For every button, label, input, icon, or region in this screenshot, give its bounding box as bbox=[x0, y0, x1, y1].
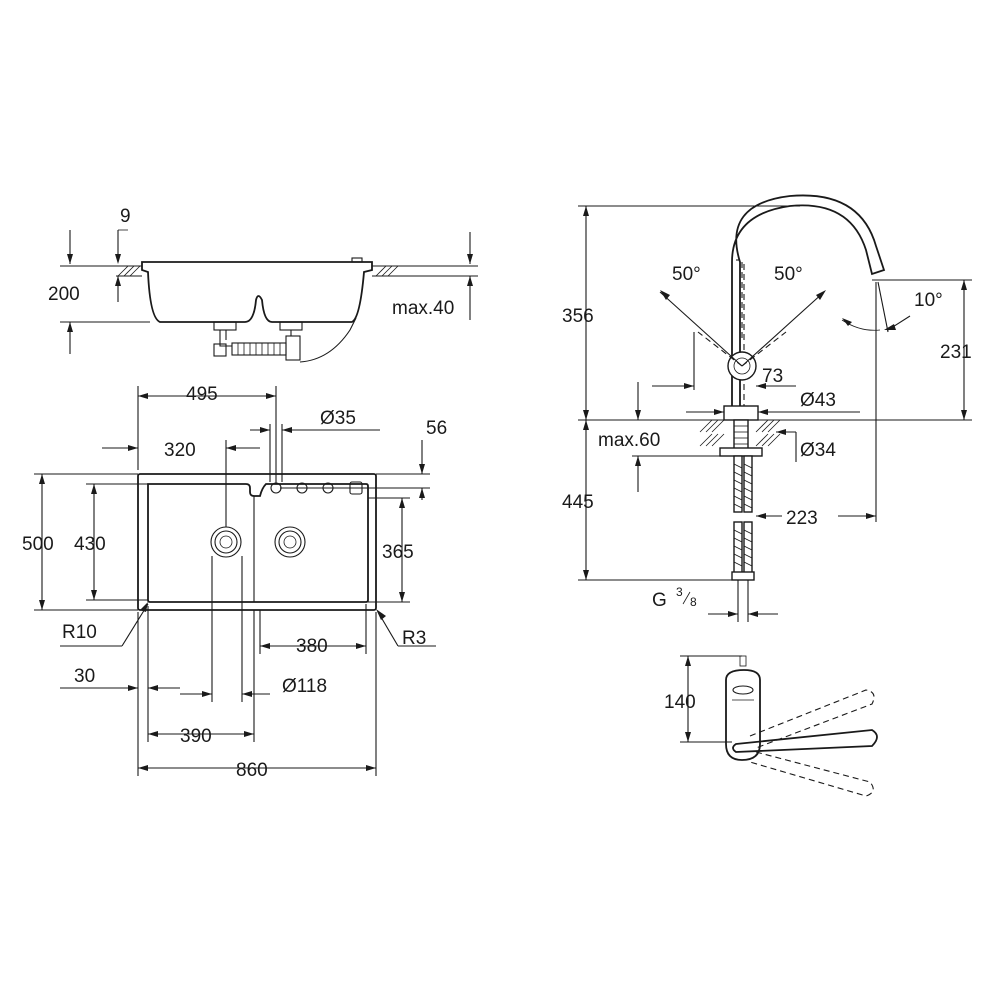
dim-body-diameter: 73 bbox=[762, 366, 783, 387]
dim-corner-inner: R3 bbox=[402, 628, 426, 649]
sink-top-view: 495 Ø35 56 320 500 4 bbox=[22, 384, 447, 781]
dim-bowl-depth-left: 430 bbox=[74, 534, 106, 555]
dim-tap-offset: 495 bbox=[186, 384, 218, 405]
dim-connection-num: 3 bbox=[676, 585, 683, 599]
dim-edge-offset: 30 bbox=[74, 666, 95, 687]
dim-worktop-max: max.40 bbox=[392, 298, 454, 319]
dim-hole-diameter: Ø34 bbox=[800, 440, 836, 461]
dim-hose-length: 445 bbox=[562, 492, 594, 513]
dim-base-diameter: Ø43 bbox=[800, 390, 836, 411]
dim-depth-total: 500 bbox=[22, 534, 54, 555]
dim-corner-outer: R10 bbox=[62, 622, 97, 643]
tap-top-view: 140 bbox=[664, 655, 878, 797]
dim-spout-height: 231 bbox=[940, 342, 972, 363]
dim-bowl-width-right: 380 bbox=[296, 636, 328, 657]
dim-width-total: 860 bbox=[236, 760, 268, 781]
dim-spout-reach: 223 bbox=[786, 508, 818, 529]
dim-deck-max: max.60 bbox=[598, 430, 660, 451]
dim-drain-diameter: Ø118 bbox=[282, 676, 327, 697]
angle-spout: 10° bbox=[914, 290, 943, 311]
dim-bowl-width-left: 390 bbox=[180, 726, 212, 747]
dim-bowl-depth-right: 365 bbox=[382, 542, 414, 563]
tap-side-view: 50° 50° 10° bbox=[562, 194, 972, 622]
dim-back-margin: 56 bbox=[426, 418, 447, 439]
dim-connection-den: 8 bbox=[690, 595, 697, 609]
angle-swivel-left: 50° bbox=[672, 264, 701, 285]
dim-bowl-offset: 320 bbox=[164, 440, 196, 461]
angle-swivel-right: 50° bbox=[774, 264, 803, 285]
dim-lever-length: 140 bbox=[664, 692, 696, 713]
dim-tap-hole: Ø35 bbox=[320, 408, 356, 429]
sink-side-view: 9 200 max.40 bbox=[48, 206, 478, 363]
dim-tap-height: 356 bbox=[562, 306, 594, 327]
dim-rim-thickness: 9 bbox=[120, 206, 131, 227]
dim-connection: G bbox=[652, 590, 667, 611]
dim-depth: 200 bbox=[48, 284, 80, 305]
